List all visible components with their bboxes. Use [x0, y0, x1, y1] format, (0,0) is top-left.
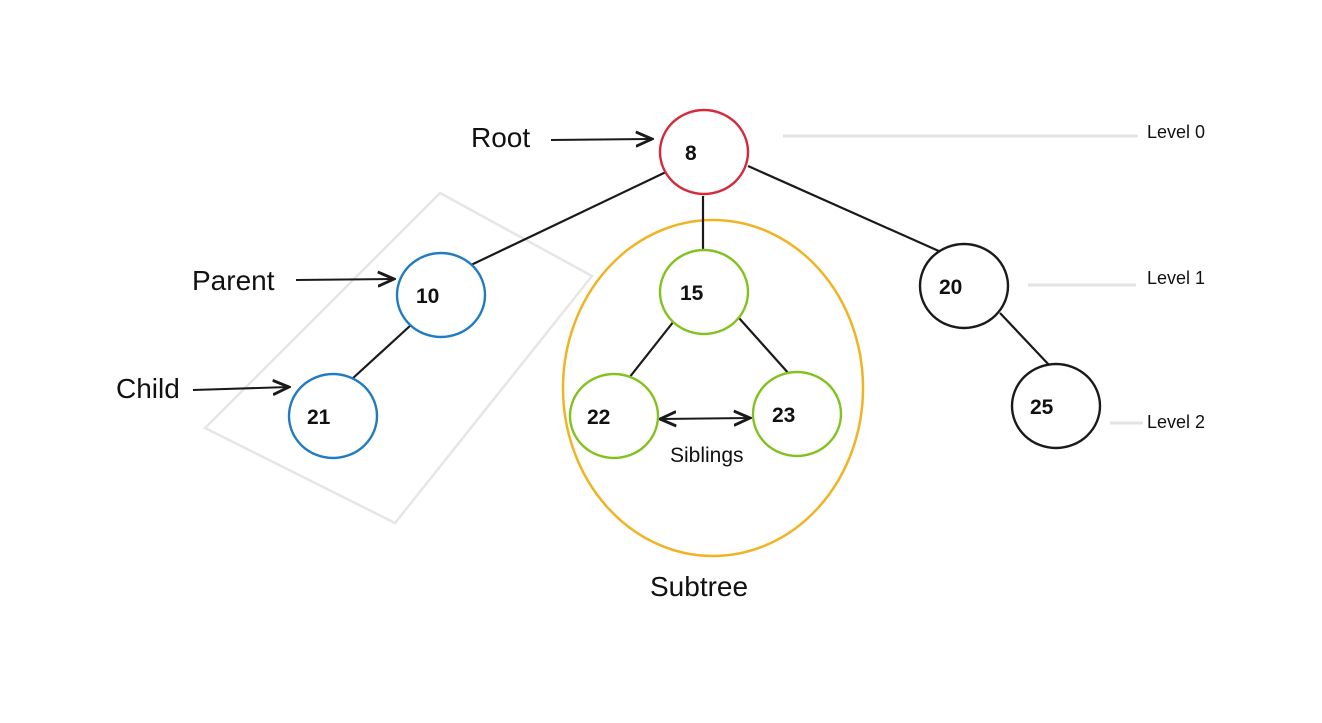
subtree-outline	[561, 218, 865, 558]
subtree-label: Subtree	[650, 571, 748, 602]
edge-8-10	[470, 171, 667, 266]
child-label: Child	[116, 373, 180, 404]
node-8: 8	[658, 108, 750, 196]
siblings-label: Siblings	[670, 444, 744, 467]
node-10-value: 10	[416, 285, 439, 308]
edge-10-21	[351, 324, 412, 380]
parent-child-highlight-box	[202, 191, 594, 525]
level-1-label: Level 1	[1147, 268, 1205, 288]
node-21: 21	[287, 372, 379, 460]
node-22: 22	[568, 372, 660, 460]
parent-label: Parent	[192, 265, 275, 296]
parent-pointer-arrow	[295, 279, 394, 280]
edge-15-23	[738, 317, 791, 376]
node-25: 25	[1010, 362, 1102, 450]
node-22-value: 22	[587, 406, 610, 429]
edge-15-22	[628, 320, 675, 379]
node-20-value: 20	[939, 276, 962, 299]
node-15-value: 15	[680, 282, 704, 305]
root-label: Root	[471, 122, 530, 153]
node-20: 20	[918, 242, 1010, 330]
node-21-value: 21	[307, 406, 331, 429]
child-pointer-arrow	[192, 387, 289, 390]
node-23: 23	[751, 370, 843, 458]
node-8-value: 8	[685, 142, 697, 165]
level-2-label: Level 2	[1147, 412, 1205, 432]
node-23-value: 23	[772, 404, 795, 427]
edge-20-25	[999, 312, 1051, 367]
edge-8-20	[747, 164, 942, 254]
level-0-label: Level 0	[1147, 122, 1205, 142]
node-10: 10	[395, 251, 487, 339]
node-25-value: 25	[1030, 396, 1054, 419]
root-pointer-arrow	[550, 139, 652, 140]
siblings-arrow	[660, 418, 750, 419]
node-15: 15	[658, 248, 750, 336]
